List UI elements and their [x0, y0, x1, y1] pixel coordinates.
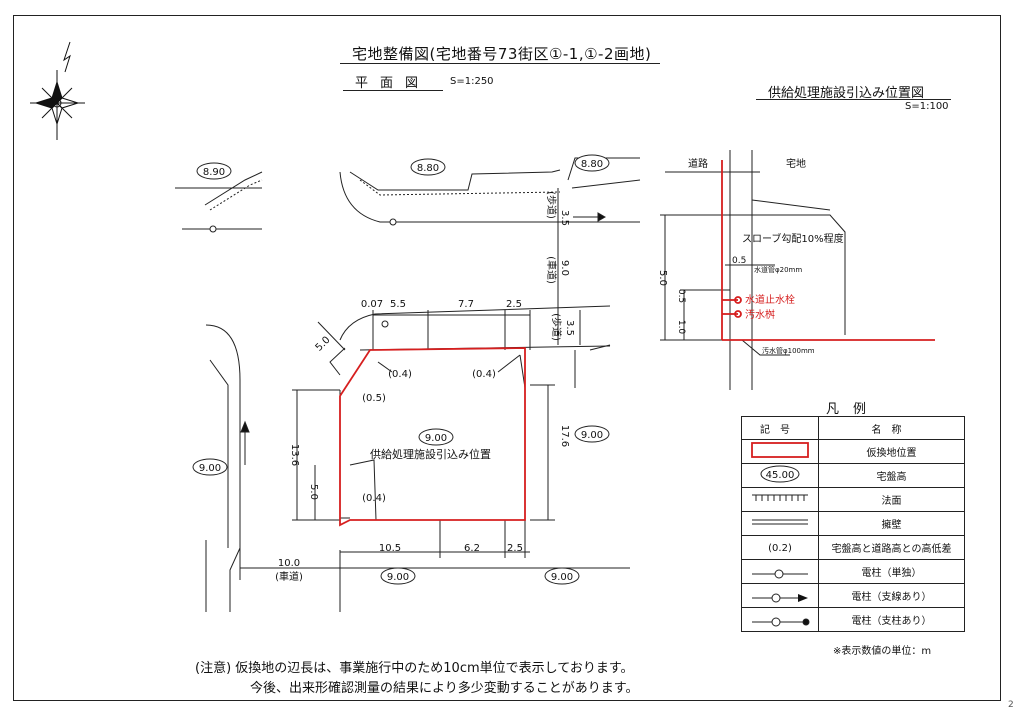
legend-row: 仮換地位置 [818, 439, 965, 464]
dim-label: 5.0 [308, 484, 319, 500]
compass-icon [30, 41, 85, 140]
legend-title: 凡例 [826, 402, 881, 417]
supply-scale: S=1:100 [905, 101, 949, 112]
unit-note: ※表示数値の単位：m [833, 646, 932, 657]
dim-label: 3.5 [559, 210, 570, 226]
elev-label: 8.90 [203, 167, 225, 178]
supply-road-label: 道路 [688, 157, 708, 170]
drawing-title: 宅地整備図(宅地番号73街区①-1,①-2画地) [352, 45, 652, 63]
note-line-1: (注意) 仮換地の辺長は、事業施行中のため10cm単位で表示しております。 [195, 661, 634, 676]
legend-col-name: 名称 [818, 416, 965, 440]
dim-label: 10.5 [379, 543, 401, 554]
dim-label: 2.5 [507, 543, 523, 554]
diff-label: (0.4) [472, 369, 496, 380]
lot-boundary [339, 347, 526, 527]
sewer-box-label: 汚水桝 [745, 308, 775, 321]
dim-label: (歩道) [545, 191, 558, 219]
diff-label: (0.4) [388, 369, 412, 380]
page-number: 2 [1008, 700, 1014, 710]
dim-label: 9.0 [559, 260, 570, 276]
dim-label: 17.6 [559, 425, 570, 447]
sewer-pipe-label: 汚水管φ100mm [762, 346, 815, 355]
dim-d3: 0.5 [676, 289, 686, 303]
legend-row: 法面 [818, 487, 965, 512]
elev-label: 9.00 [199, 463, 221, 474]
drawing-frame [13, 15, 1001, 701]
legend-col-symbol: 記号 [741, 416, 819, 440]
elev-label: 8.80 [581, 159, 603, 170]
plan-underline [343, 90, 443, 91]
dim-label: 5.5 [390, 299, 406, 310]
dim-label: (車道) [545, 256, 558, 284]
dim-label: 0.07 [361, 299, 383, 310]
dim-label: 2.5 [506, 299, 522, 310]
water-pipe-label: 水道管φ20mm [754, 265, 802, 274]
legend-row: 宅盤高 [818, 463, 965, 488]
elev-label: 9.00 [387, 572, 409, 583]
dim-label: (歩道) [550, 313, 563, 341]
elev-label: 9.00 [581, 430, 603, 441]
supply-lot-label: 宅地 [786, 157, 806, 170]
diff-label: (0.4) [362, 493, 386, 504]
dim-label: 10.0 [278, 558, 300, 569]
dim-label: 3.5 [564, 320, 575, 336]
elev-label: 9.00 [425, 433, 447, 444]
legend-row: 擁壁 [818, 511, 965, 536]
dim-height: 5.0 [657, 270, 668, 286]
water-stop-label: 水道止水栓 [745, 293, 795, 306]
dim-label: (車道) [275, 570, 303, 583]
supply-underline [756, 99, 951, 100]
legend-row: 電柱（支線あり） [818, 583, 965, 608]
supply-point-label: 供給処理施設引込み位置 [370, 447, 491, 461]
elev-label: 8.80 [417, 163, 439, 174]
slope-note: スローブ勾配10%程度 [742, 232, 844, 245]
legend-table: 記号 名称 仮換地位置 宅盤高 法面 擁壁 宅盤高と道路高との高低差 電柱（単独… [741, 416, 965, 632]
dim-label: 5.0 [314, 335, 333, 354]
plan-label: 平面図 [355, 76, 431, 91]
dim-label: 7.7 [458, 299, 474, 310]
legend-row: 電柱（単独） [818, 559, 965, 584]
legend-row: 宅盤高と道路高との高低差 [818, 535, 965, 560]
dim-label: 13.6 [289, 444, 300, 466]
dim-label: 6.2 [464, 543, 480, 554]
title-underline [340, 63, 660, 64]
elev-label: 9.00 [551, 572, 573, 583]
dim-d2: 1.0 [676, 320, 686, 335]
dim-d1: 0.5 [732, 256, 746, 266]
supply-title: 供給処理施設引込み位置図 [768, 86, 925, 101]
plan-scale: S=1:250 [450, 76, 494, 87]
note-line-2: 今後、出来形確認測量の結果により多少変動することがあります。 [250, 681, 639, 696]
diff-label: (0.5) [362, 393, 386, 404]
legend-row: 電柱（支柱あり） [818, 607, 965, 632]
